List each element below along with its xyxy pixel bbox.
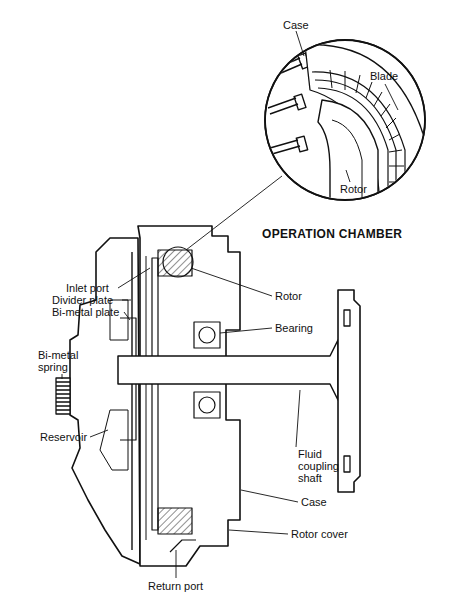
part-label: Reservoir — [40, 431, 87, 443]
part-label: Return port — [148, 580, 203, 592]
part-label: Fluid coupling shaft — [298, 448, 356, 484]
part-label: Inlet port — [66, 282, 109, 294]
part-label: Rotor — [275, 290, 302, 302]
zoom-detail — [268, 45, 425, 210]
part-label: Rotor — [340, 183, 367, 195]
case — [138, 226, 240, 566]
bearing — [194, 322, 220, 418]
rotor — [152, 258, 158, 530]
part-label: Divider plate — [52, 294, 113, 306]
part-label: Case — [301, 496, 327, 508]
part-label: Bi-metal spring — [38, 349, 88, 373]
flange — [338, 290, 360, 492]
part-label: Bearing — [275, 322, 313, 334]
fluid-coupling-shaft — [118, 340, 338, 400]
part-label: Blade — [370, 70, 398, 82]
part-label: Rotor cover — [291, 528, 348, 540]
section-heading: OPERATION CHAMBER — [262, 228, 402, 240]
part-label: Case — [283, 19, 309, 31]
bi-metal-spring — [56, 378, 70, 414]
part-label: Bi-metal plate — [52, 306, 119, 318]
